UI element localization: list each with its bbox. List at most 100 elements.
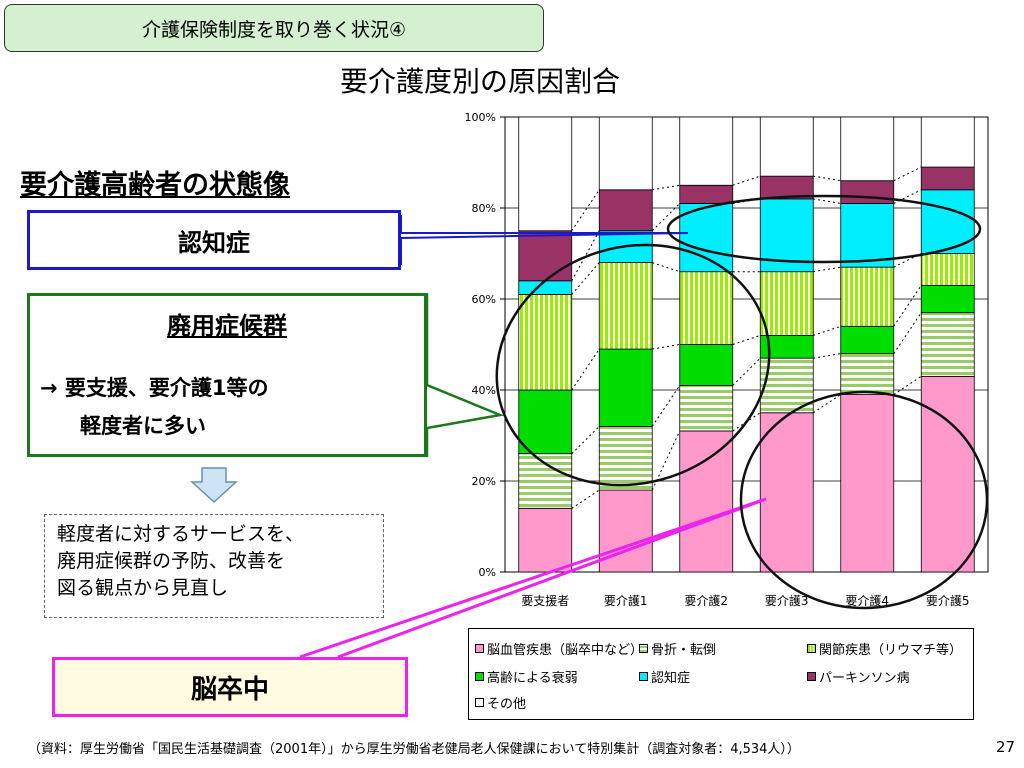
series-connector [893,285,922,327]
bar-segment [920,284,975,314]
bar-segment [759,412,814,573]
x-tick-label: 要介護4 [845,593,889,608]
bar-segment [840,203,895,268]
legend-swatch [475,672,484,681]
dementia-label: 認知症 [178,228,250,257]
bar-segment [679,430,734,573]
bar-segment [759,116,814,177]
policy-note-line: 図る観点から見直し [57,577,229,599]
bar-segment [679,203,734,273]
down-arrow-icon [190,467,238,504]
y-tick-label: 80% [472,202,496,215]
x-tick-label: 要介護5 [926,593,970,608]
bar-segment [518,230,573,282]
legend-item: その他 [475,693,526,712]
x-tick-label: 要介護1 [604,593,648,608]
y-tick-label: 0% [479,566,496,579]
bar-segment [840,353,895,395]
y-tick-label: 20% [472,475,496,488]
bar-segment [679,271,734,345]
legend-swatch [475,644,484,653]
legend-swatch [639,672,648,681]
series-connector [651,203,681,232]
legend-label: パーキンソン病 [819,671,910,686]
series-connector [651,385,681,427]
dementia-highlight-ellipse [666,194,982,264]
bar-segment [920,253,975,286]
legend-label: 脳血管疾患（脳卒中など） [487,643,644,658]
bar-segment [518,280,573,295]
legend-label: 骨折・転倒 [651,643,717,658]
bar-segment [598,489,653,573]
bar-segment [920,312,975,377]
policy-note-line: 軽度者に対するサービスを、 [57,523,305,545]
bar-segment [840,116,895,182]
x-tick-label: 要介護2 [684,593,728,608]
disuse-highlight-ellipse [495,243,771,487]
legend-item: 認知症 [639,667,690,686]
legend-label: 高齢による衰弱 [487,671,578,686]
x-tick-label: 要支援者 [521,594,569,608]
bar-segment [840,325,895,354]
disuse-connector [425,293,505,457]
section-header: 介護保険制度を取り巻く状況④ [4,4,544,52]
series-connector [812,394,842,414]
bar-segment [840,180,895,204]
bar-segment [598,262,653,350]
profile-heading: 要介護高齢者の状態像 [20,170,290,201]
bar-segment [679,184,734,204]
legend-swatch [807,644,816,653]
y-tick-label: 40% [472,384,496,397]
series-connector [571,426,600,455]
dementia-connector-2 [400,232,689,265]
bar-segment [518,507,573,573]
section-header-title: 介護保険制度を取り巻く状況④ [141,18,407,41]
bar-segment [598,425,653,491]
series-connector [893,189,922,204]
policy-note-line: 廃用症候群の予防、改善を [57,550,286,572]
page-number: 27 [996,738,1016,756]
legend-item: 関節疾患（リウマチ等） [807,639,962,658]
dementia-connector [400,215,688,234]
policy-note: 軽度者に対するサービスを、 廃用症候群の予防、改善を 図る観点から見直し [44,514,384,618]
dementia-callout: 認知症 [27,210,401,270]
plot-area [504,116,989,573]
bar-segment [679,385,734,432]
disuse-line-2: 軽度者に多い [80,414,206,438]
bar-segment [920,166,975,191]
bar-segment [920,375,975,573]
bar-segment [598,189,653,232]
bar-segment [840,266,895,327]
legend-label: その他 [487,697,527,712]
chart-legend: 脳血管疾患（脳卒中など） 骨折・転倒 関節疾患（リウマチ等） 高齢による衰弱 認知症 パー… [468,628,974,720]
disuse-syndrome-callout: 廃用症候群 → 要支援、要介護1等の 軽度者に多い [27,293,427,457]
series-connector [893,375,922,395]
legend-swatch [639,644,648,653]
legend-label: 認知症 [651,671,691,686]
bar-segment [840,394,895,573]
bar-segment [598,348,653,427]
disuse-line-1: → 要支援、要介護1等の [40,376,269,400]
stroke-highlight-ellipse [739,390,989,610]
legend-item: 高齢による衰弱 [475,667,578,686]
chart-title: 要介護度別の原因割合 [340,65,621,98]
series-connector [571,489,600,509]
legend-label: 関節疾患（リウマチ等） [819,643,963,658]
bar-segment [518,294,573,391]
bar-segment [598,116,653,191]
stroke-callout: 脳卒中 [52,657,408,717]
legend-item: パーキンソン病 [807,667,910,686]
bar-segment [679,344,734,386]
bar-segment [518,116,573,232]
bar-segment [679,116,734,186]
bar-segment [518,453,573,509]
legend-swatch [807,672,816,681]
bar-segment [518,389,573,455]
y-tick-label: 100% [465,111,496,124]
x-tick-label: 要介護3 [765,593,809,608]
series-connector [732,357,761,386]
series-connector [571,262,600,295]
series-connector [571,348,600,391]
bar-segment [920,116,975,168]
